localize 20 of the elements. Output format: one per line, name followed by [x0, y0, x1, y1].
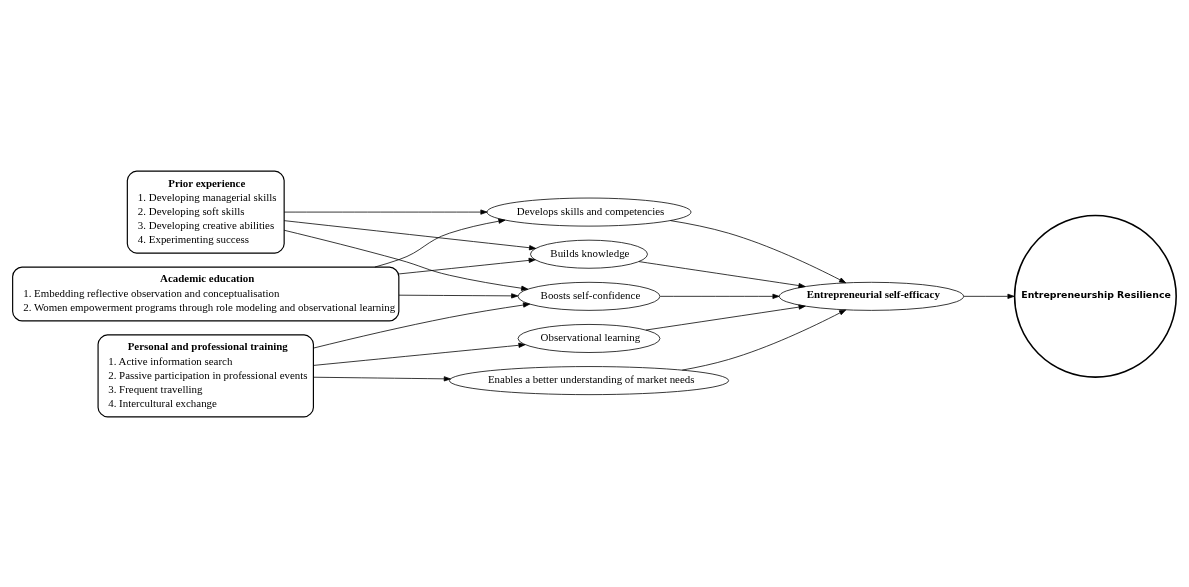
- arrow: [670, 219, 847, 283]
- arrow: [398, 292, 519, 298]
- arrow: [374, 218, 506, 267]
- arrow: [313, 342, 526, 366]
- arrow: [283, 219, 537, 250]
- arrow: [681, 309, 847, 370]
- arrow: [638, 260, 806, 288]
- node-box: Academic education 1. Embedding reflective observation and conceptualisation 2. Women empowerment programs through role modeling and observational learning: [12, 266, 400, 321]
- arrow: [313, 375, 451, 381]
- arrow: [398, 257, 536, 274]
- node-box: Personal and professional training 1. Active information search 2. Passive participation in professional events 3. Frequent travelling 4. Intercultural exchange: [97, 333, 314, 417]
- node-box: Prior experience 1. Developing managerial skills 2. Developing soft skills 3. Developing creative abilities 4. Experimenting success: [126, 170, 285, 254]
- arrow: [283, 229, 529, 291]
- node-ellipse: Enables a better understanding of market needs: [448, 365, 729, 395]
- arrow: [963, 293, 1015, 299]
- arrow: [313, 301, 531, 348]
- arrow: [283, 209, 488, 215]
- arrow: [645, 304, 806, 330]
- node-circle: Entrepreneurship Resilience: [1013, 214, 1177, 378]
- arrow: [659, 293, 780, 299]
